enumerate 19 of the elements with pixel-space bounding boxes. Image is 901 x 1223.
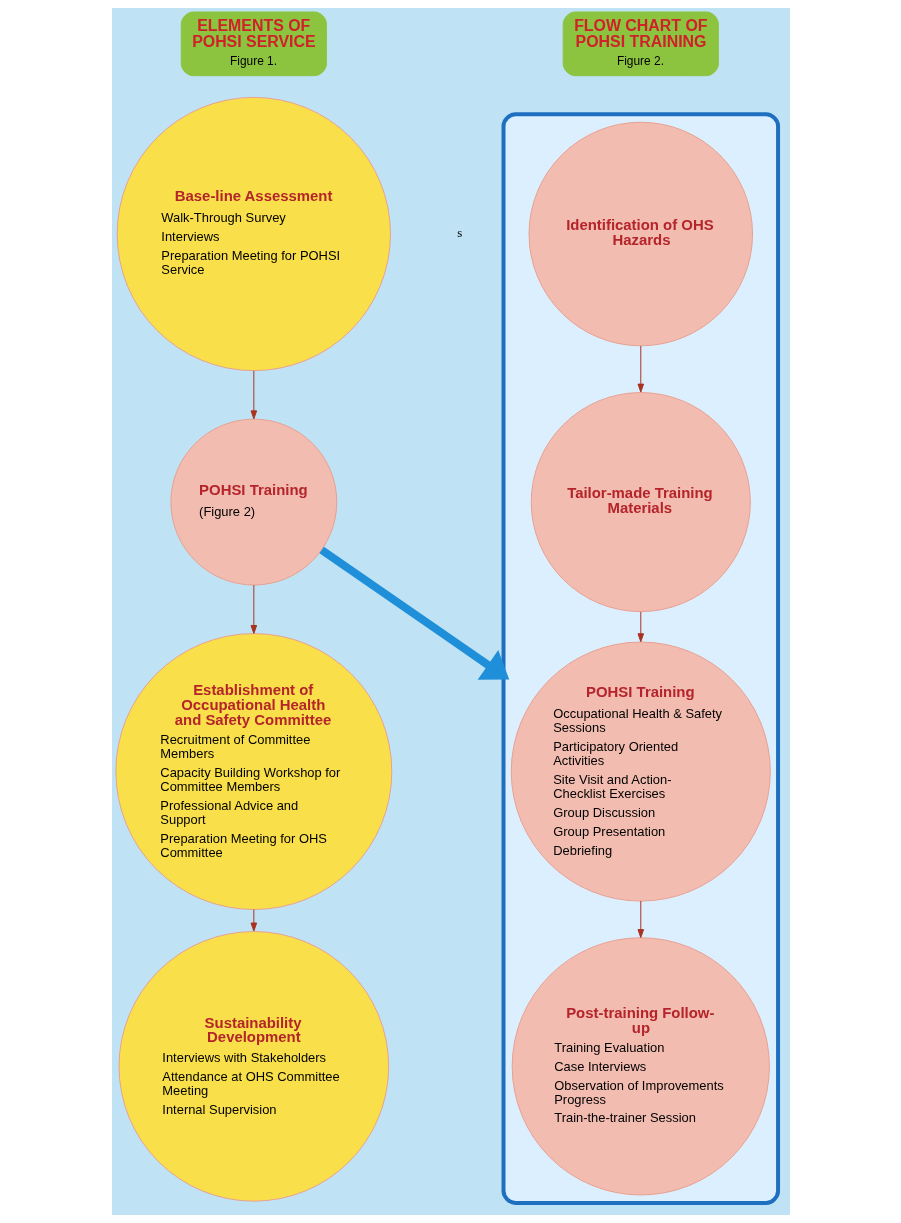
arrow xyxy=(637,611,644,643)
node-circle: Establishment of Occupational Health and Safety Committee Recruitment of Committee Members Capacity Building Workshop for Committee Members Professional Advice and Support Preparation Meeting for OHS Committee xyxy=(114,633,392,910)
arrow xyxy=(250,909,257,932)
arrow xyxy=(318,546,509,680)
label: s xyxy=(456,225,462,241)
cluster xyxy=(501,112,780,1205)
node-circle: Post-training Follow-up Training Evaluation Case Interviews Observation of Improvements Progress Train-the-trainer Session xyxy=(511,937,770,1196)
arrow xyxy=(250,584,257,634)
node-circle: Sustainability Development Interviews with Stakeholders Attendance at OHS Committee Meeting Internal Supervision xyxy=(118,931,389,1202)
node-box: ELEMENTS OF POHSI SERVICE Figure 1. xyxy=(180,11,327,77)
node-circle: Tailor-made Training Materials xyxy=(530,392,751,613)
node-circle: POHSI Training Occupational Health & Safety Sessions Participatory Oriented Activities Site Visit and Action-Checklist Exercises Group Discussion Group Presentation Debriefing xyxy=(510,641,771,902)
node-circle: Identification of OHS Hazards xyxy=(528,121,753,347)
node-circle: POHSI Training (Figure 2) xyxy=(169,418,337,586)
arrow xyxy=(637,345,644,393)
arrow xyxy=(250,370,257,420)
node-circle: Base-line Assessment Walk-Through Survey Interviews Preparation Meeting for POHSI Service xyxy=(116,96,391,372)
arrow xyxy=(637,900,644,939)
node-box: FLOW CHART OF POHSI TRAINING Figure 2. xyxy=(562,11,719,77)
